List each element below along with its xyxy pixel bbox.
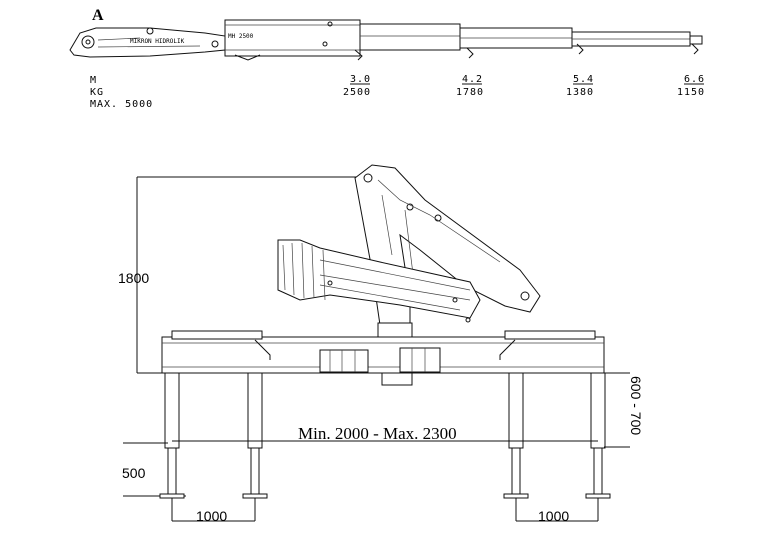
dimension-base-height: 600 - 700 — [604, 372, 644, 448]
base-height-dimension: 600 - 700 — [628, 376, 644, 435]
boom-side-view: MIKRON HIDROLIK MH 2500 — [69, 19, 703, 61]
boom-model: MH 2500 — [228, 33, 254, 40]
outrigger-legs — [158, 372, 611, 499]
load-value: 1150 — [677, 87, 705, 98]
load-value: 1380 — [566, 87, 594, 98]
reach-value: 3.0 — [350, 74, 371, 85]
load-table: M KG MAX. 5000 3.0 2500 4.2 1780 5.4 138… — [90, 74, 705, 110]
load-value: 2500 — [343, 87, 371, 98]
boom-logo: MIKRON HIDROLIK — [130, 38, 185, 45]
label-max-load: MAX. 5000 — [90, 99, 153, 110]
figure-letter: A — [92, 7, 104, 24]
leg-width-dimension: Min. 2000 - Max. 2300 — [298, 424, 457, 443]
dimension-leg-width: Min. 2000 - Max. 2300 — [172, 424, 598, 443]
chassis-beam — [161, 330, 605, 386]
crane-folded — [277, 164, 541, 344]
right-spread-dimension: 1000 — [538, 508, 569, 524]
left-spread-dimension: 1000 — [196, 508, 227, 524]
label-load: KG — [90, 87, 104, 98]
label-reach: M — [90, 75, 97, 86]
dimension-left-spread: 1000 — [171, 498, 256, 524]
foot-height-dimension: 500 — [122, 465, 146, 481]
reach-value: 4.2 — [462, 74, 483, 85]
reach-value: 5.4 — [573, 74, 594, 85]
dimension-right-spread: 1000 — [515, 498, 599, 524]
load-value: 1780 — [456, 87, 484, 98]
dimension-foot-height: 500 — [122, 442, 168, 497]
height-dimension: 1800 — [118, 270, 149, 286]
reach-value: 6.6 — [684, 74, 705, 85]
